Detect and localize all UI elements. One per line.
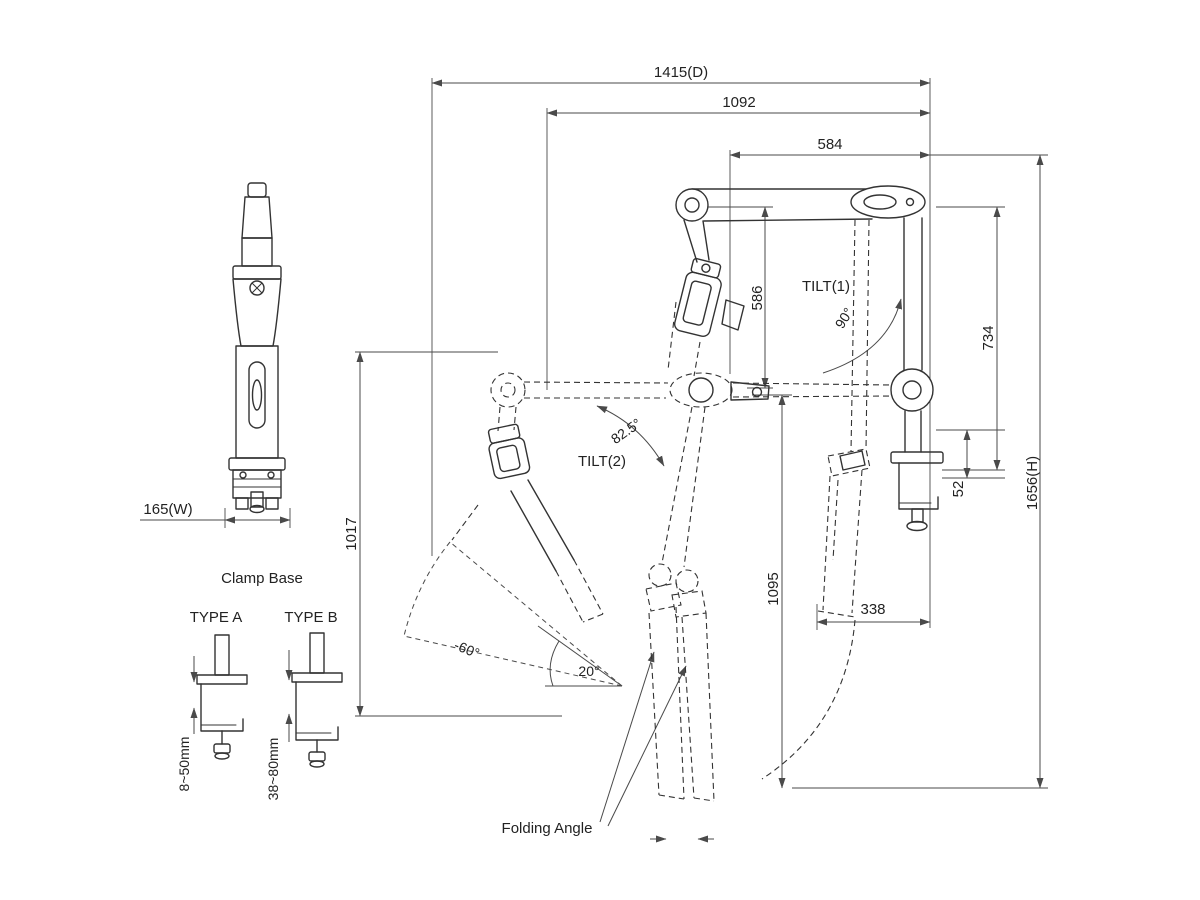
dim-165-label: 165(W)	[143, 501, 192, 518]
tilt1-value: 90°	[832, 305, 857, 331]
folding-angle-label: Folding Angle	[502, 820, 593, 837]
side-view-dashed	[451, 219, 892, 802]
dim-52-label: 52	[950, 481, 967, 498]
side-view-solid	[487, 185, 944, 572]
tilt2-value: 82.5°	[608, 415, 644, 447]
dim-1095-label: 1095	[765, 572, 782, 605]
clamp-range-b-label: 38~80mm	[265, 738, 281, 801]
labels: 1415(D) 1092 584 586 734 1656(H) 52 1017…	[143, 64, 1041, 837]
dimension-extension-lines	[140, 78, 1048, 789]
clamp-base-title: Clamp Base	[221, 570, 303, 587]
dim-1415-label: 1415(D)	[654, 64, 708, 81]
fold-down-angle: 20°	[578, 663, 599, 679]
clamp-type-b-label: TYPE B	[284, 609, 337, 626]
clamp-range-a-label: 8~50mm	[176, 737, 192, 792]
dim-1017-label: 1017	[343, 517, 360, 550]
tilt2-label: TILT(2)	[578, 453, 626, 470]
clamp-type-a-drawing	[196, 634, 248, 760]
tilt1-label: TILT(1)	[802, 278, 850, 295]
dimension-lines	[224, 79, 1044, 789]
front-view-drawing	[228, 182, 286, 514]
dim-338-label: 338	[860, 601, 885, 618]
dim-1656-label: 1656(H)	[1024, 456, 1041, 510]
clamp-type-a-label: TYPE A	[190, 609, 243, 626]
dim-586-label: 586	[749, 285, 766, 310]
dim-584-label: 584	[817, 136, 842, 153]
dim-734-label: 734	[980, 325, 997, 350]
dim-1092-label: 1092	[722, 94, 755, 111]
angle-annotations	[190, 298, 903, 843]
clamp-type-b-drawing	[291, 632, 343, 768]
fold-up-angle: -60°	[452, 637, 482, 662]
